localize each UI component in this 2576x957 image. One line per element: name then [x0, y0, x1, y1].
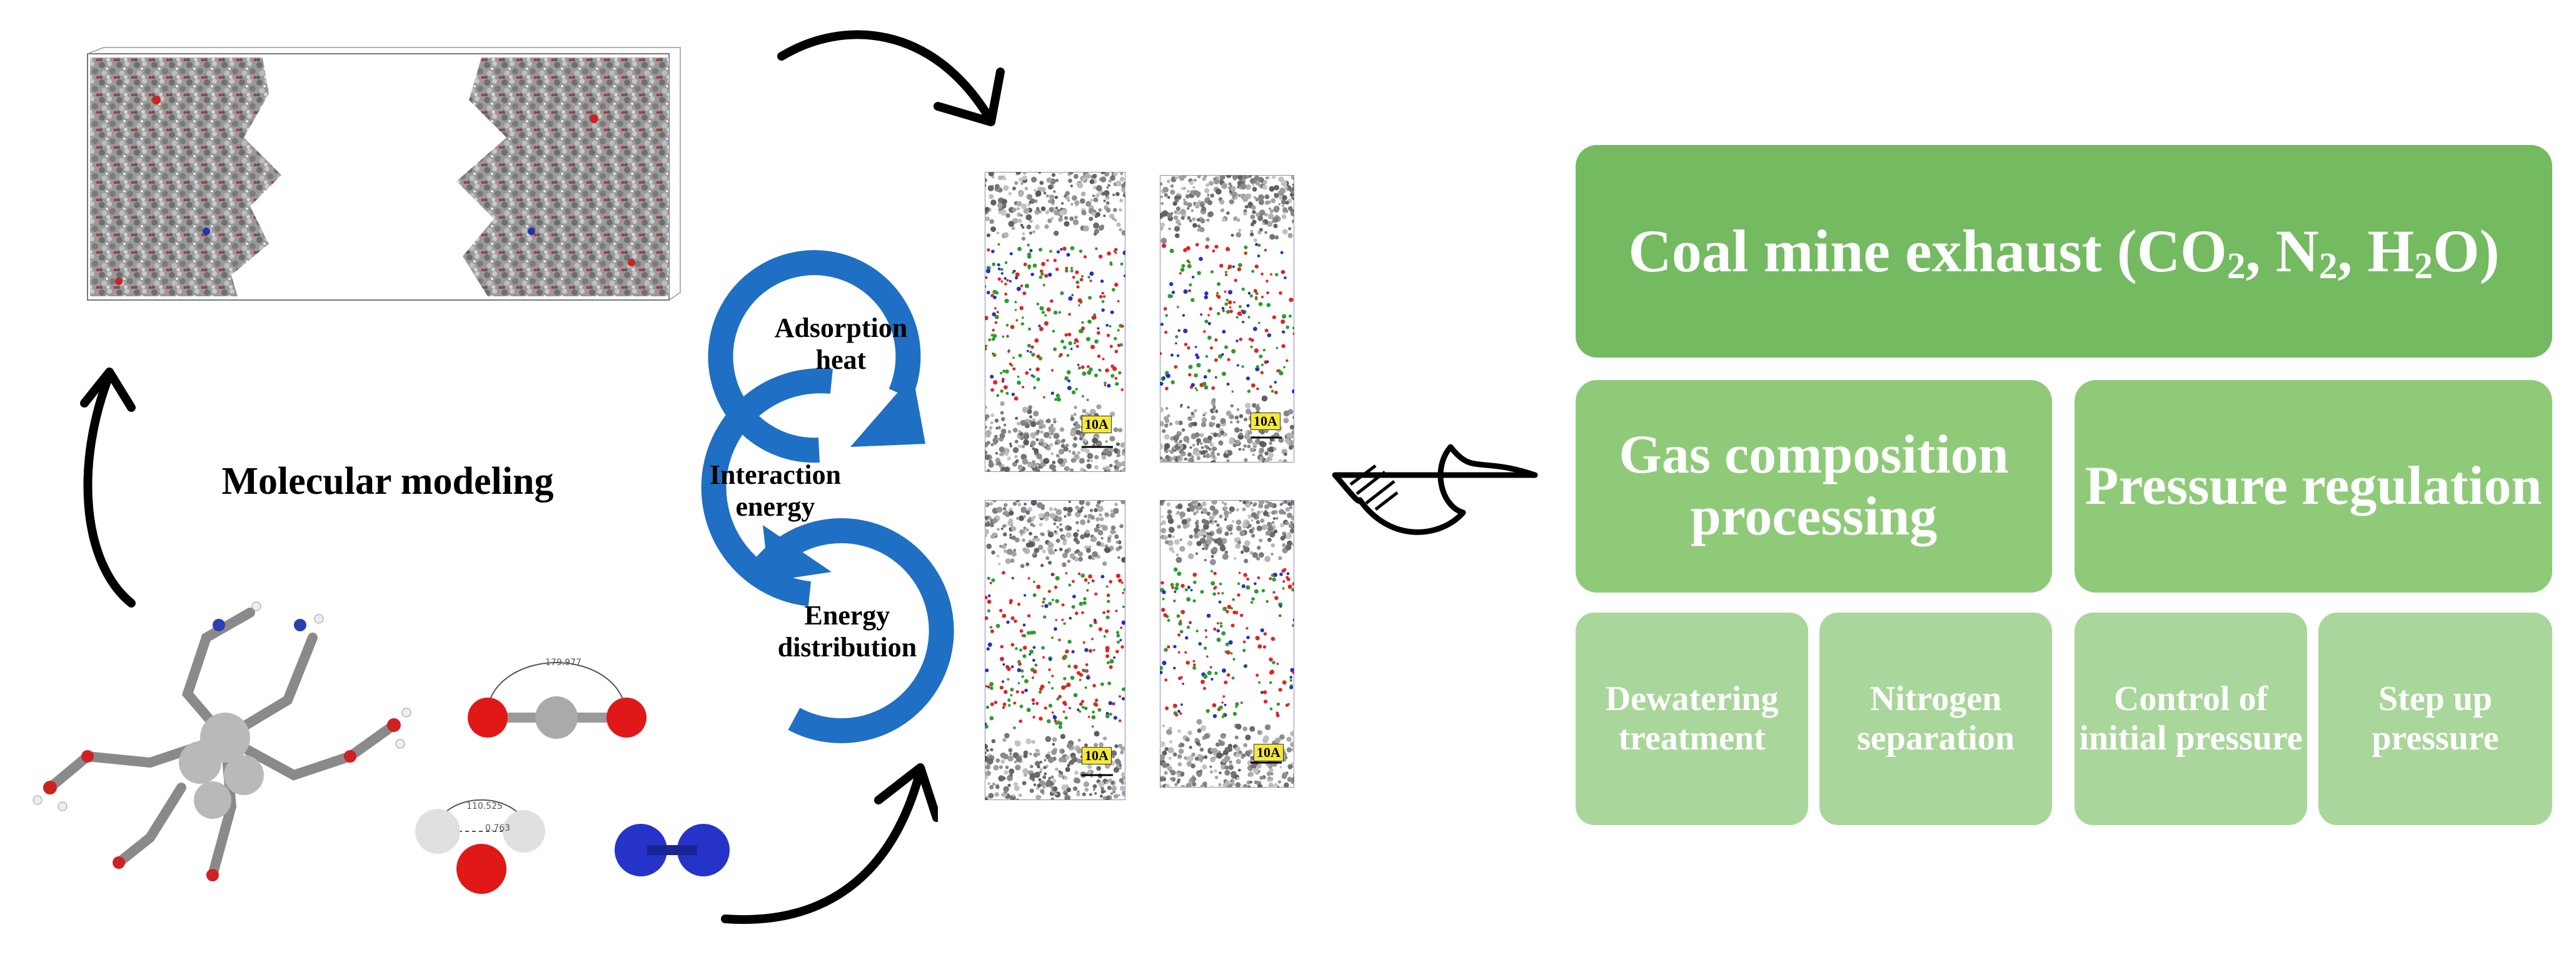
cycle-label-interaction-energy: Interaction energy [709, 459, 842, 522]
co2-molecule [468, 662, 647, 739]
curved-arrow-up [80, 368, 136, 608]
scale-label-4: 10A [1254, 744, 1284, 761]
control-of-initial-pressure-box: Control of initial pressure [2075, 613, 2307, 825]
molecular-modeling-label: Molecular modeling [221, 460, 554, 503]
curved-arrow-top [777, 30, 1005, 126]
dewatering-treatment-label: Dewatering treatment [1605, 679, 1779, 758]
h2o-molecule [415, 799, 545, 894]
energy-cycle-diagram [701, 250, 954, 743]
coal-mine-exhaust-label: Coal mine exhaust (CO2, N2, H2O) [1628, 218, 2500, 286]
simulation-snapshot-4 [1160, 500, 1294, 788]
coal-slit-model [87, 47, 681, 301]
h2o-bond-label: 0.763 [485, 823, 511, 833]
gas-composition-processing-label: Gas composition processing [1619, 424, 2009, 547]
hand-drawn-arrow [1332, 444, 1538, 535]
curved-arrow-bottom [721, 763, 938, 924]
simulation-snapshot-2 [1160, 175, 1294, 463]
nitrogen-separation-box: Nitrogen separation [1819, 613, 2052, 825]
cycle-label-adsorption-heat: Adsorption heat [774, 313, 908, 375]
dewatering-treatment-box: Dewatering treatment [1576, 613, 1808, 825]
coal-molecule-structure [33, 601, 411, 881]
scale-label-2: 10A [1250, 413, 1280, 430]
scale-label-3: 10A [1082, 747, 1112, 764]
step-up-pressure-box: Step up pressure [2318, 613, 2552, 825]
n2-molecule [615, 824, 730, 876]
cycle-label-energy-distribution: Energy distribution [777, 600, 917, 663]
step-up-pressure-label: Step up pressure [2372, 679, 2499, 758]
gas-composition-processing-box: Gas composition processing [1576, 380, 2052, 593]
co2-angle-label: 179.977 [545, 658, 581, 668]
coal-mine-exhaust-box: Coal mine exhaust (CO2, N2, H2O) [1576, 145, 2552, 358]
pressure-regulation-label: Pressure regulation [2085, 455, 2542, 516]
pressure-regulation-box: Pressure regulation [2075, 380, 2552, 593]
control-of-initial-pressure-label: Control of initial pressure [2079, 679, 2303, 758]
nitrogen-separation-label: Nitrogen separation [1857, 679, 2015, 758]
h2o-angle-label: 110.525 [466, 801, 503, 811]
scale-label-1: 10A [1082, 416, 1112, 433]
